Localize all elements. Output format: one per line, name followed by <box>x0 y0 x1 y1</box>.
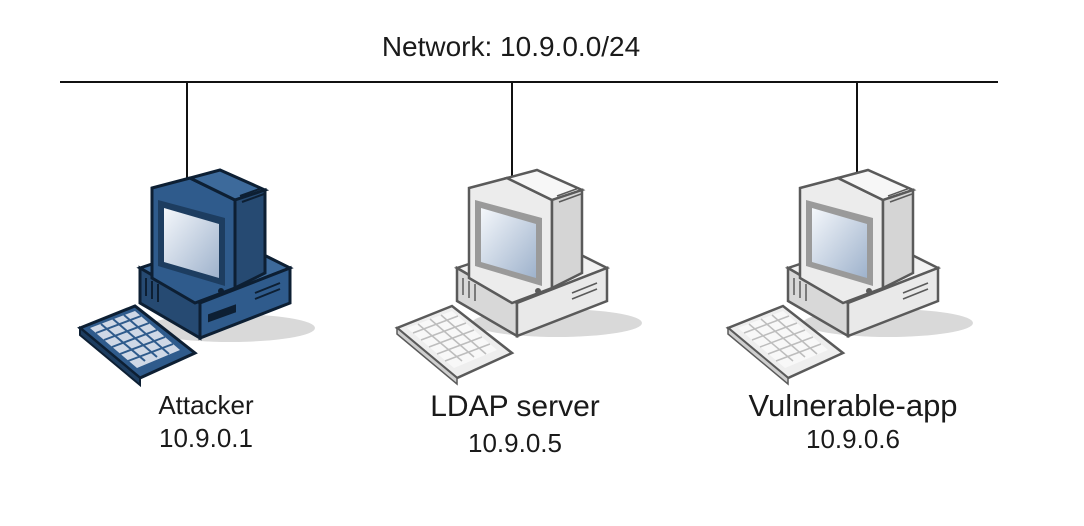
attacker-computer-icon <box>77 168 315 388</box>
ldap-server-name: LDAP server <box>430 390 600 423</box>
vulnerable-app-computer-icon <box>725 168 973 386</box>
vulnerable-app-name: Vulnerable-app <box>748 388 958 423</box>
ldap-server-ip: 10.9.0.5 <box>468 428 562 458</box>
attacker-name: Attacker <box>158 390 254 420</box>
ldap-server-computer-icon <box>394 168 642 386</box>
attacker-ip: 10.9.0.1 <box>159 423 253 453</box>
vulnerable-app-ip: 10.9.0.6 <box>806 424 900 454</box>
network-label: Network: 10.9.0.0/24 <box>381 31 641 62</box>
